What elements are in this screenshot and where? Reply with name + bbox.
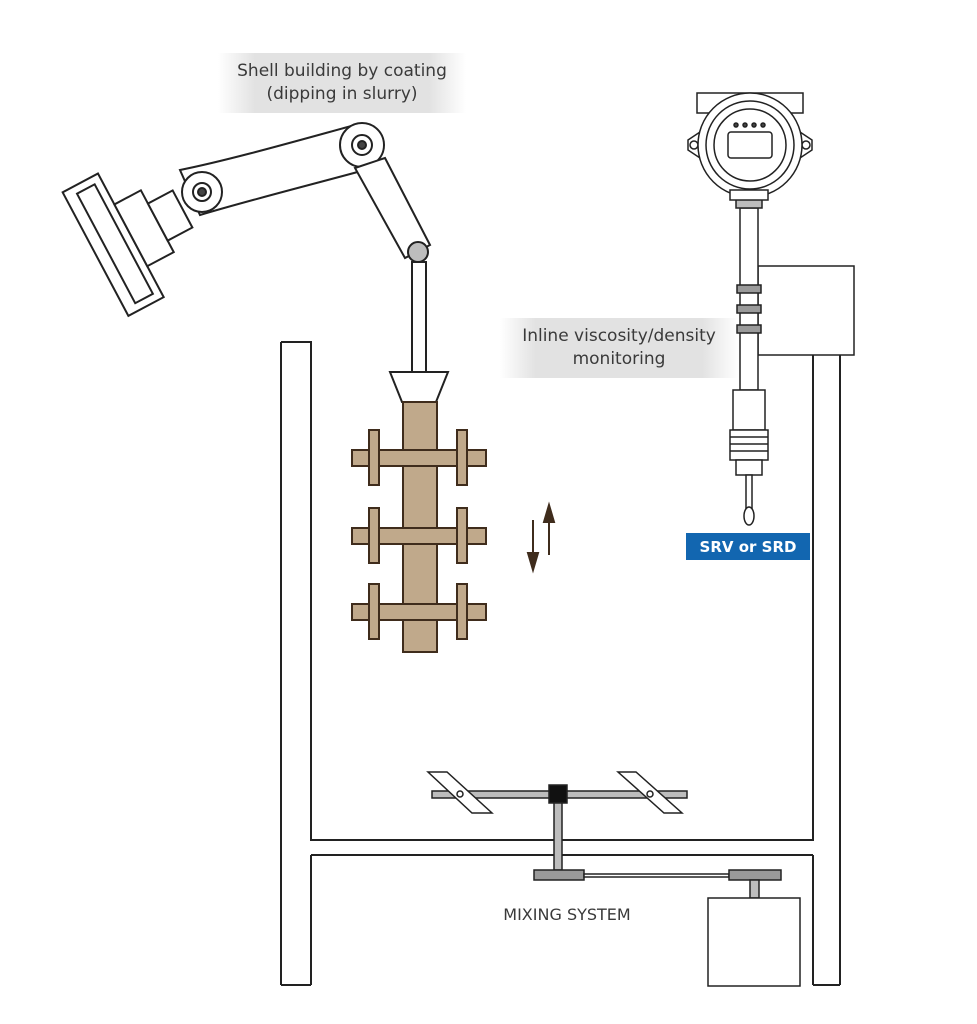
inline-monitoring-label-line2: monitoring: [573, 349, 666, 369]
casting-tree: [351, 371, 487, 653]
inline-monitoring-label-line1: Inline viscosity/density: [522, 326, 716, 346]
shell-building-label-line1: Shell building by coating: [237, 61, 447, 81]
sensor-badge: SRV or SRD: [686, 533, 810, 560]
robot-arm-icon: [61, 122, 432, 373]
shell-building-label-line2: (dipping in slurry): [266, 84, 417, 104]
mixer: [426, 771, 801, 987]
transmitter-housing-icon: [687, 92, 813, 201]
impeller-shaft-vertical: [553, 802, 563, 871]
shell-building-label: Shell building by coating (dipping in sl…: [218, 53, 466, 113]
mixing-system-label: MIXING SYSTEM: [503, 905, 630, 924]
sensor-assembly: [729, 195, 855, 526]
up-down-arrows-icon: [526, 501, 556, 574]
drive-belt: [583, 873, 730, 878]
mounting-bracket-box: [757, 265, 855, 356]
sensor-badge-text: SRV or SRD: [700, 538, 797, 556]
inline-monitoring-label: Inline viscosity/density monitoring: [500, 318, 738, 378]
impeller-hub: [548, 784, 568, 804]
motor-box: [707, 897, 801, 987]
